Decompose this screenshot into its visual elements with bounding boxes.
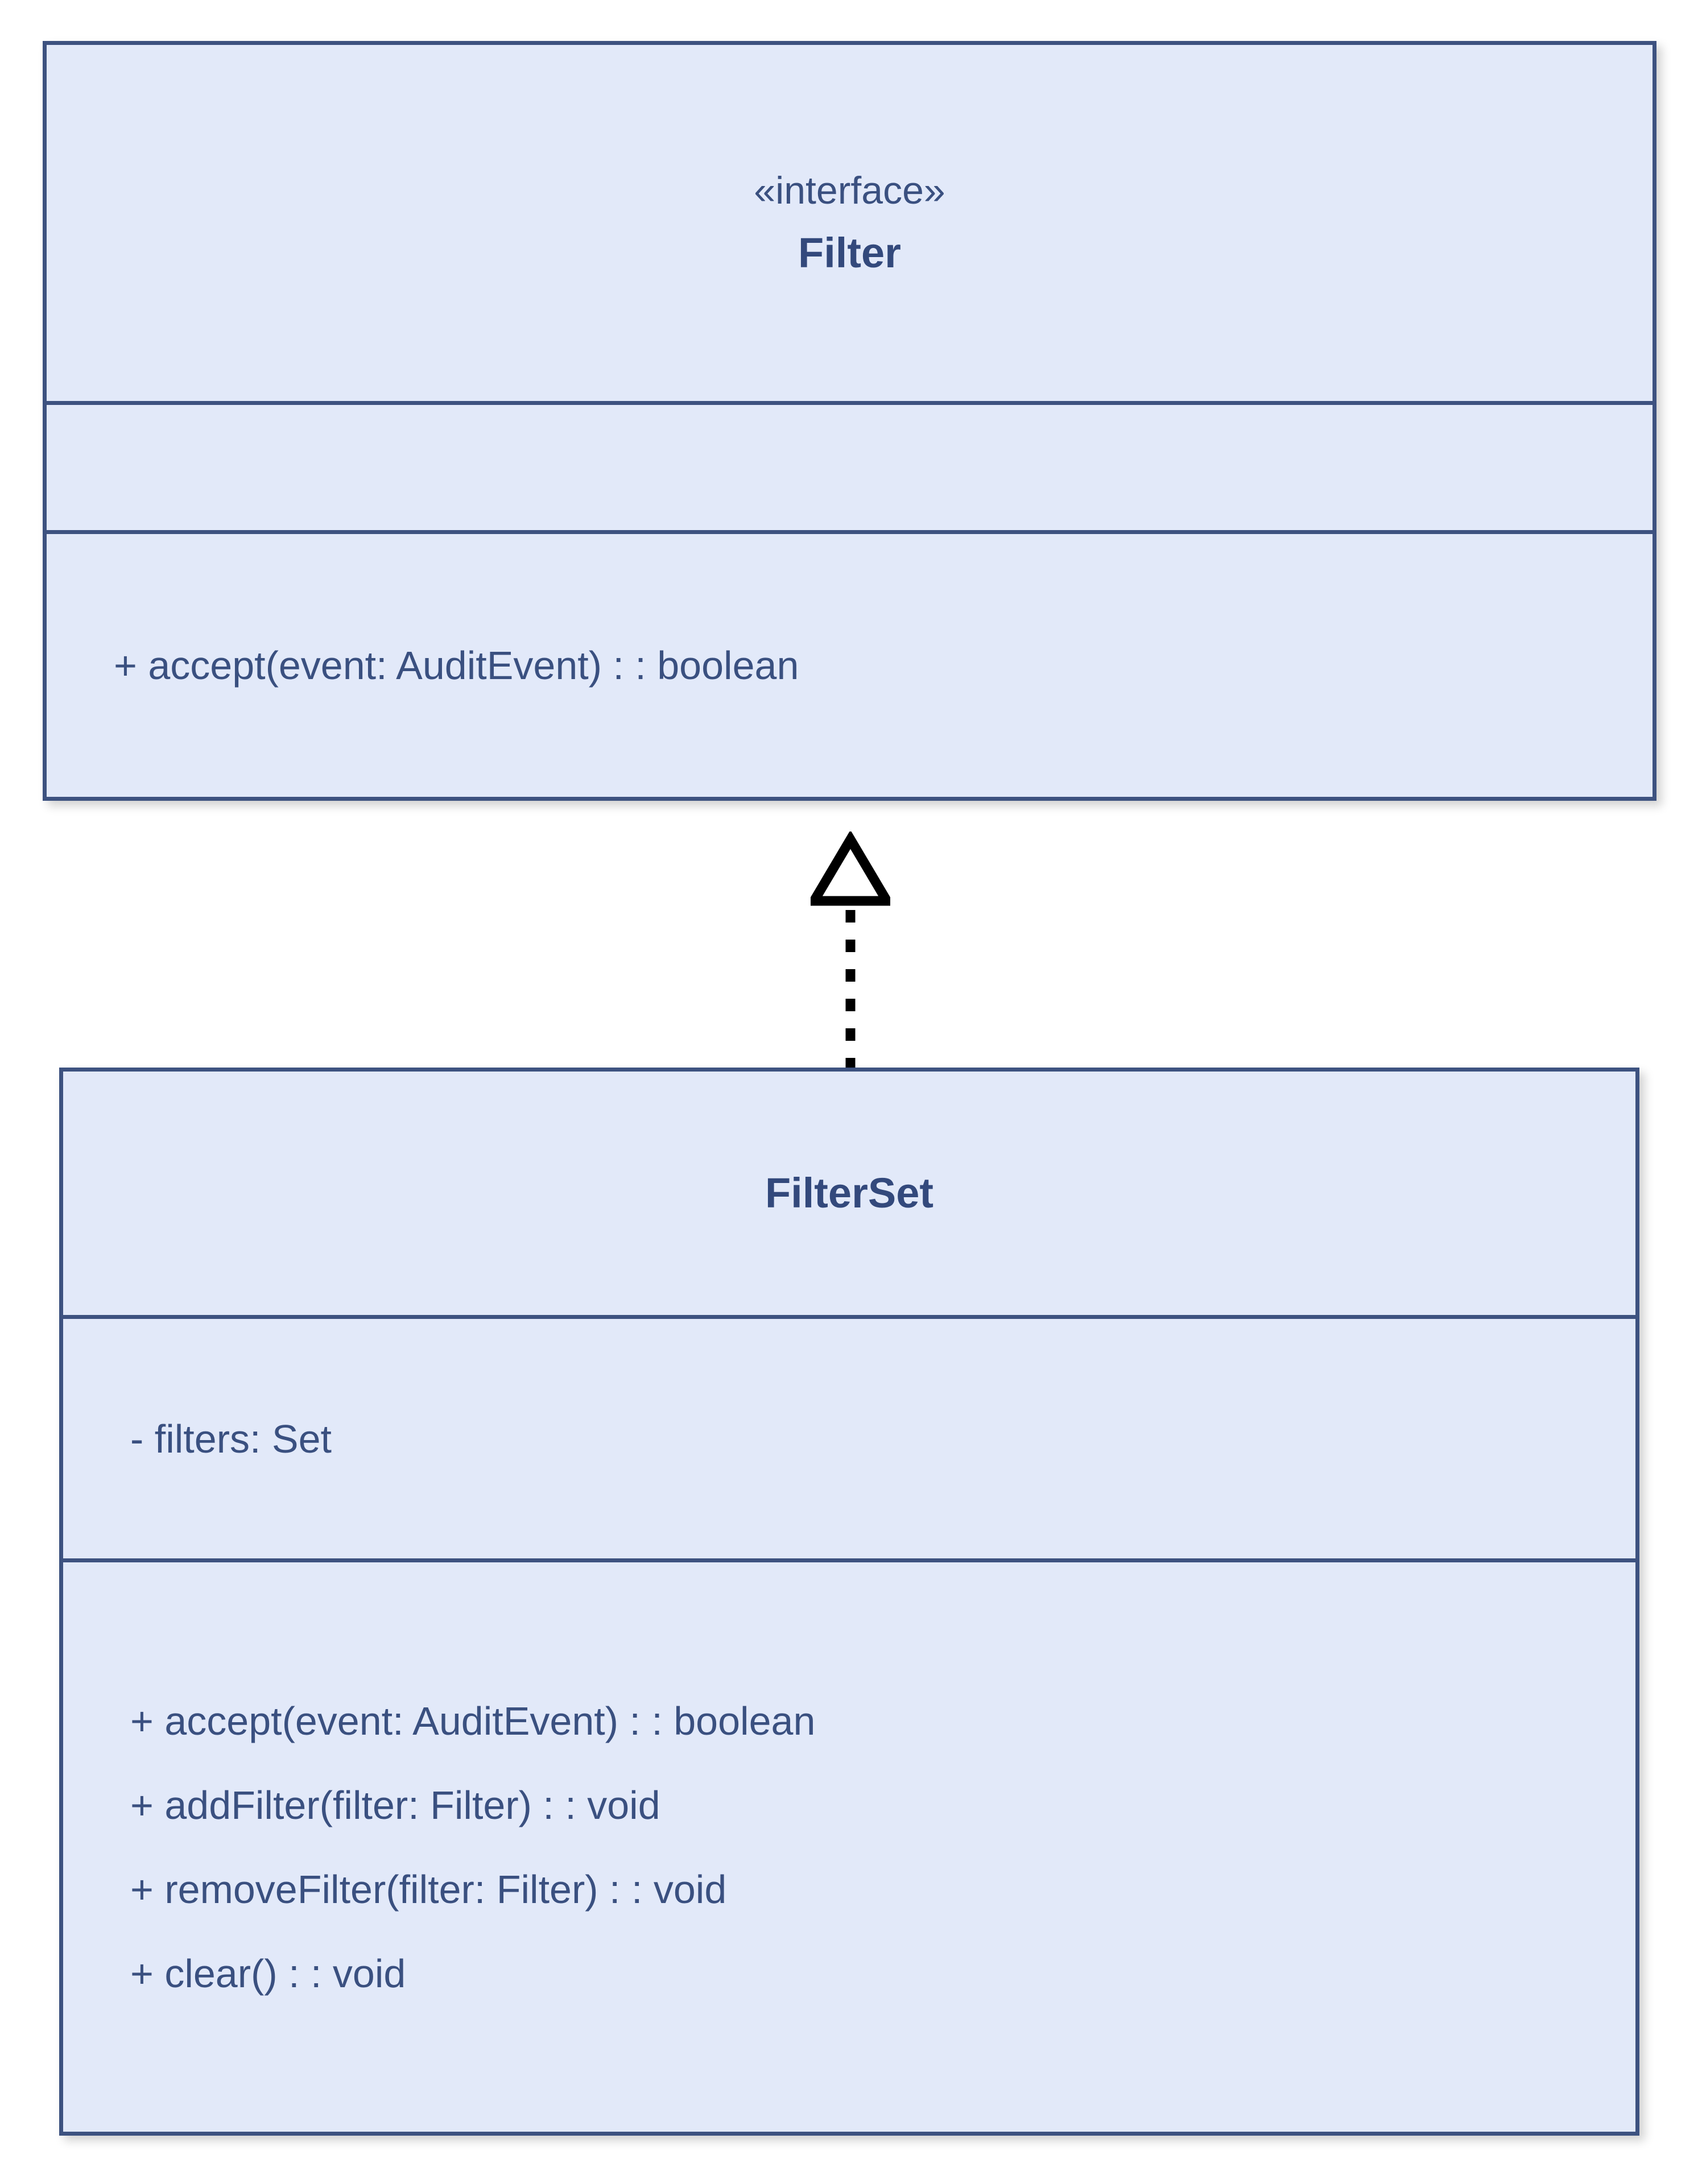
attributes-list: - filters: Set: [130, 1419, 1613, 1459]
uml-class-filterset[interactable]: FilterSet - filters: Set + accept(event:…: [59, 1068, 1639, 2136]
methods-compartment-filter: + accept(event: AuditEvent) : : boolean: [47, 530, 1653, 797]
class-name-label: Filter: [798, 229, 901, 277]
stereotype-label: «interface»: [754, 169, 945, 213]
realization-connector[interactable]: [811, 832, 890, 1070]
class-header-filterset: FilterSet: [63, 1072, 1635, 1315]
class-name-label: FilterSet: [765, 1169, 934, 1217]
class-header-filter: «interface» Filter: [47, 45, 1653, 401]
method-item: + accept(event: AuditEvent) : : boolean: [114, 643, 799, 688]
realization-arrow-icon: [811, 832, 890, 1070]
attributes-compartment-filterset: - filters: Set: [63, 1315, 1635, 1558]
methods-list: + accept(event: AuditEvent) : : boolean …: [130, 1701, 1613, 1993]
attributes-compartment-filter: [47, 401, 1653, 530]
methods-list: + accept(event: AuditEvent) : : boolean: [114, 646, 1630, 685]
methods-compartment-filterset: + accept(event: AuditEvent) : : boolean …: [63, 1558, 1635, 2132]
method-item: + accept(event: AuditEvent) : : boolean: [130, 1698, 816, 1743]
attribute-item: - filters: Set: [130, 1416, 332, 1461]
method-item: + clear() : : void: [130, 1951, 406, 1996]
uml-class-filter[interactable]: «interface» Filter + accept(event: Audit…: [43, 41, 1656, 801]
method-item: + removeFilter(filter: Filter) : : void: [130, 1867, 727, 1912]
method-item: + addFilter(filter: Filter) : : void: [130, 1782, 660, 1827]
